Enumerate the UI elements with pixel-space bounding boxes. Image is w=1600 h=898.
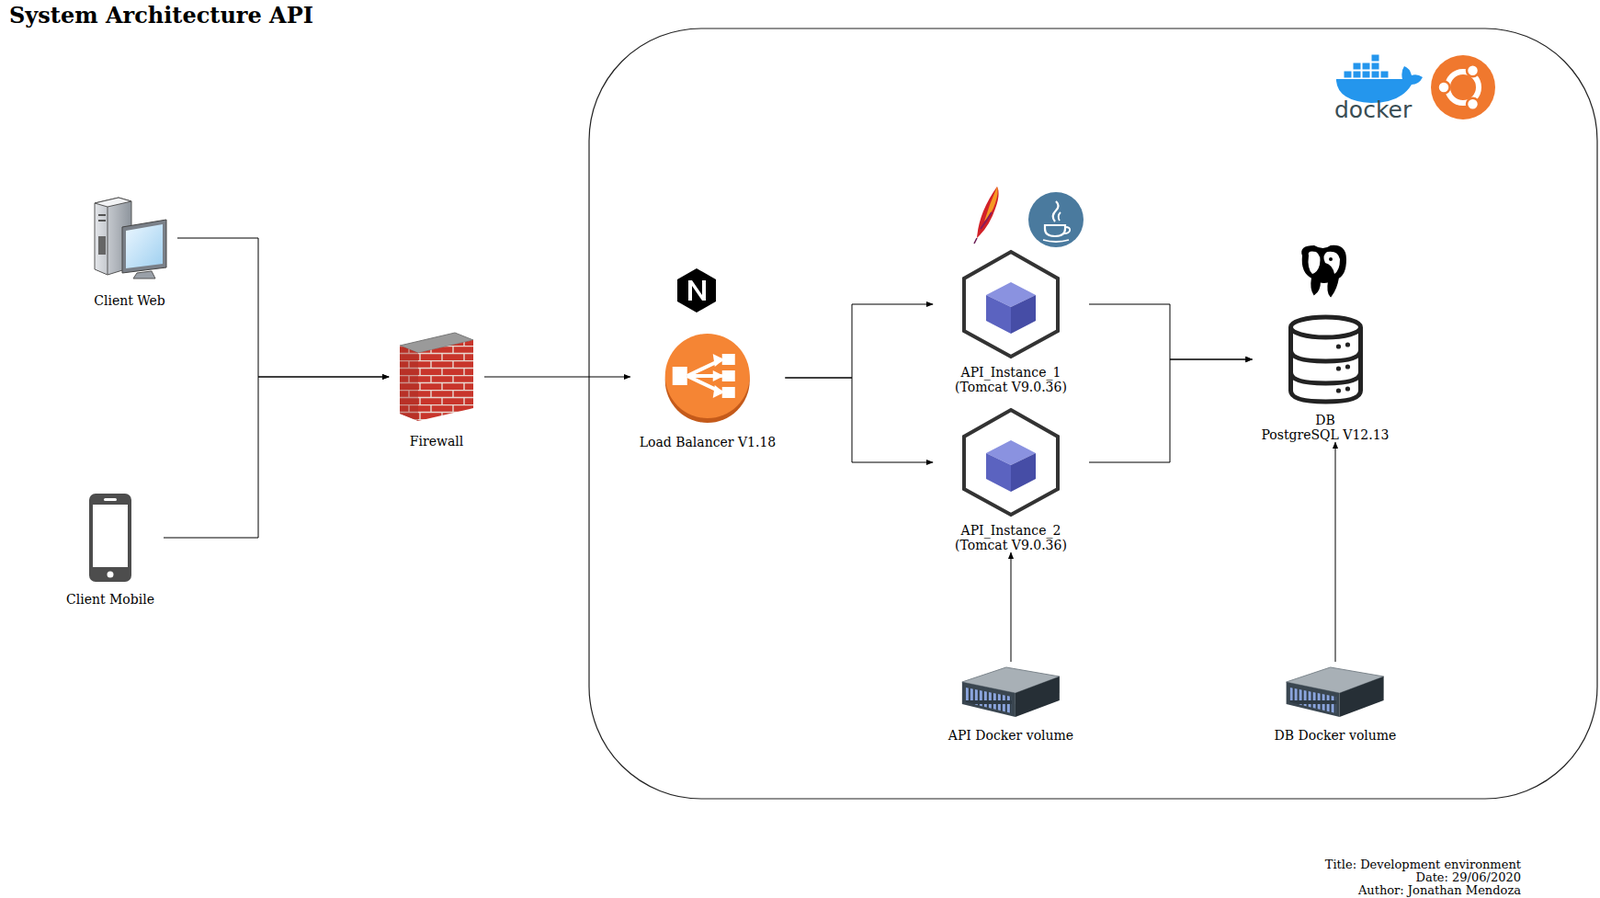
component-icon	[661, 331, 754, 424]
node-label: Client Web	[93, 293, 166, 308]
component-icon	[960, 661, 1062, 719]
component-node: Load Balancer V1.18	[630, 331, 786, 450]
component-node: Client Web	[81, 195, 178, 308]
node-label: API_Instance_1 (Tomcat V9.0.36)	[941, 364, 1080, 395]
logo-wordmark: docker	[1334, 97, 1412, 124]
footer-note: Date: 29/06/2020	[1415, 871, 1521, 885]
connector-arrow	[1089, 304, 1253, 360]
footer-note: Author: Jonathan Mendoza	[1358, 884, 1521, 897]
connector-arrow	[163, 376, 389, 538]
node-label: Load Balancer V1.18	[639, 434, 777, 450]
diagram-title: System Architecture API	[9, 1, 314, 29]
component-node: API_Instance_1 (Tomcat V9.0.36)	[932, 249, 1090, 395]
component-node: DB Docker volume	[1265, 661, 1407, 743]
connector-arrow	[784, 304, 933, 378]
java-logo	[1028, 192, 1084, 248]
component-icon	[960, 249, 1062, 360]
connector-arrow	[784, 377, 933, 463]
component-icon	[90, 195, 169, 281]
node-label: Client Mobile	[66, 591, 155, 607]
connector-arrow	[1335, 442, 1337, 662]
component-icon	[960, 407, 1062, 518]
component-node: API_Instance_2 (Tomcat V9.0.36)	[932, 407, 1090, 553]
component-node: DBPostgreSQL V12.13	[1251, 313, 1398, 443]
node-label: DB	[1315, 412, 1336, 428]
node-label: API Docker volume	[948, 727, 1074, 743]
component-icon	[397, 330, 476, 423]
component-icon	[1284, 313, 1366, 406]
connector-arrow	[177, 238, 389, 377]
ubuntu-logo	[1430, 55, 1496, 120]
connector-arrow	[1010, 552, 1012, 662]
component-icon	[1284, 661, 1386, 719]
component-icon	[88, 492, 133, 583]
node-label: PostgreSQL V12.13	[1260, 427, 1389, 443]
component-node: Client Mobile	[56, 492, 164, 607]
node-label: API_Instance_2 (Tomcat V9.0.36)	[941, 522, 1080, 553]
connector-arrow	[484, 376, 631, 378]
postgres-logo	[1302, 246, 1346, 296]
node-label: DB Docker volume	[1274, 727, 1397, 743]
host-container	[589, 28, 1598, 799]
node-label: Firewall	[409, 433, 464, 449]
component-node: Firewall	[388, 330, 485, 449]
nginx-logo	[677, 268, 716, 313]
component-node: API Docker volume	[939, 661, 1083, 743]
connector-arrow	[1089, 359, 1253, 463]
docker-logo	[1336, 54, 1423, 103]
footer-note: Title: Development environment	[1325, 858, 1521, 872]
apache-logo	[974, 186, 999, 244]
